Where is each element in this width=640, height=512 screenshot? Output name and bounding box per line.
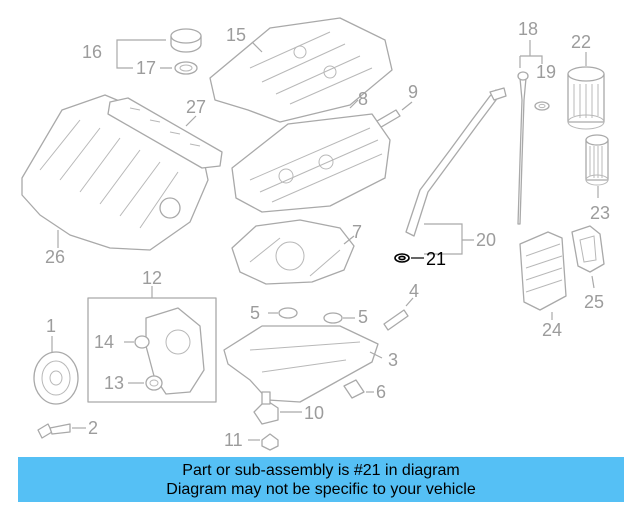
part-12-timing-case[interactable] (145, 307, 205, 395)
callout-27: 27 (186, 97, 206, 117)
callout-22: 22 (571, 32, 591, 52)
info-banner: Part or sub-assembly is #21 in diagram D… (18, 457, 624, 502)
part-27-gasket[interactable] (107, 97, 223, 169)
callout-6: 6 (376, 382, 386, 402)
part-3-oil-pan[interactable] (223, 325, 383, 403)
callout-11: 11 (224, 430, 243, 450)
callout-21: 21 (426, 249, 446, 269)
callout-3: 3 (388, 350, 398, 370)
part-8-cylinder-head[interactable] (231, 99, 391, 213)
part-10-sensor[interactable] (253, 391, 302, 425)
part-2-bolt[interactable] (37, 423, 86, 439)
part-7-cover[interactable] (231, 219, 355, 285)
banner-line-2: Diagram may not be specific to your vehi… (166, 481, 476, 498)
part-20-dipstick-tube[interactable] (405, 87, 507, 237)
part-14-seal[interactable] (124, 335, 150, 349)
callout-24: 24 (542, 320, 562, 340)
part-16-oil-filler-cap[interactable] (170, 28, 202, 53)
callout-14: 14 (94, 332, 114, 352)
banner-line-1: Part or sub-assembly is #21 in diagram (182, 462, 460, 479)
callout-15: 15 (226, 25, 246, 45)
callout-5-right: 5 (358, 307, 368, 327)
callout-17: 17 (136, 58, 156, 78)
part-25-gasket[interactable] (571, 225, 605, 289)
callout-26: 26 (45, 247, 65, 267)
part-4-bolt[interactable] (383, 297, 414, 331)
part-17-seal-ring[interactable] (174, 61, 198, 75)
part-5-seal-right[interactable] (323, 312, 355, 324)
callout-13: 13 (104, 373, 124, 393)
part-19-seal-ring[interactable] (534, 101, 550, 111)
callout-10: 10 (304, 403, 324, 423)
callout-23: 23 (590, 203, 610, 223)
callout-16: 16 (82, 42, 102, 62)
callout-8: 8 (358, 89, 368, 109)
callout-18: 18 (518, 19, 538, 39)
callout-25: 25 (584, 292, 604, 312)
part-1-pulley[interactable] (33, 336, 79, 405)
callout-2: 2 (88, 418, 98, 438)
callout-1: 1 (46, 316, 56, 336)
part-21-o-ring[interactable] (394, 253, 424, 263)
parts-diagram: 26 27 16 17 15 9 8 (21, 17, 610, 451)
callout-19: 19 (536, 62, 556, 82)
callout-20: 20 (476, 230, 496, 250)
part-11-nut[interactable] (248, 433, 279, 451)
callout-12: 12 (142, 268, 162, 288)
part-23-filter-element[interactable] (585, 134, 609, 198)
callout-7: 7 (352, 222, 362, 242)
part-13-seal[interactable] (128, 375, 163, 391)
part-15-cylinder-head-cover[interactable] (209, 17, 393, 123)
callout-9: 9 (408, 82, 418, 102)
part-22-oil-filter[interactable] (567, 52, 605, 130)
callout-4: 4 (409, 281, 419, 301)
part-18-dipstick[interactable] (517, 71, 529, 225)
part-5-seal-left[interactable] (268, 307, 298, 319)
part-6-drain-plug[interactable] (343, 379, 374, 399)
part-24-oil-cooler[interactable] (519, 231, 567, 320)
callout-5-left: 5 (250, 303, 260, 323)
